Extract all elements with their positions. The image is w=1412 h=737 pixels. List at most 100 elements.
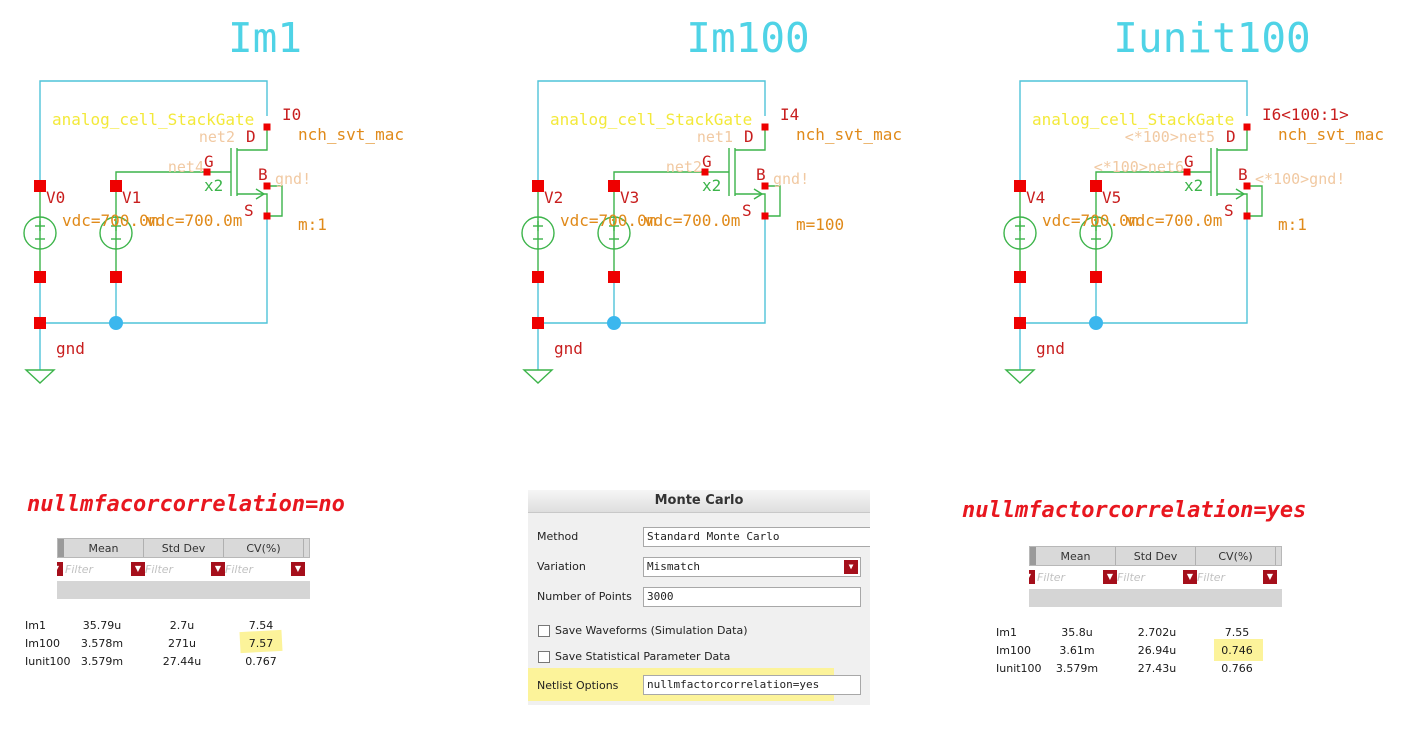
table-cell-std: 2.7u	[169, 619, 195, 632]
filter-dropdown-icon[interactable]: ▼	[1029, 570, 1035, 584]
save-stats-checkbox[interactable]	[538, 651, 550, 663]
cell-name-label: analog_cell_StackGate	[52, 110, 254, 129]
vdc-label-1: vdc=700.0m	[62, 211, 158, 230]
vsrc-top-pin	[1090, 180, 1102, 192]
monte-carlo-panel: Monte Carlo Method Standard Monte Carlo …	[528, 490, 870, 705]
table-cell-mean: 3.579m	[80, 655, 124, 668]
table-cell-cv: 0.767	[245, 655, 277, 668]
vsource1-label: V4	[1026, 188, 1045, 207]
method-field[interactable]: Standard Monte Carlo	[643, 527, 870, 547]
column-header-mean[interactable]: Mean	[64, 539, 144, 557]
wire-return	[538, 216, 766, 324]
filter-input-std-dev[interactable]: Filter	[145, 563, 174, 576]
model-label: nch_svt_mac	[298, 125, 404, 144]
filter-input-mean[interactable]: Filter	[1037, 571, 1066, 584]
column-header-std-dev[interactable]: Std Dev	[1116, 547, 1196, 565]
monte-carlo-title: Monte Carlo	[528, 490, 870, 513]
table-cell-cv: 0.766	[1221, 662, 1253, 675]
voltage-source-icon	[99, 216, 133, 250]
netlist-options-input[interactable]: nullmfactorcorrelation=yes	[643, 675, 861, 695]
multiplier-label: m:1	[1278, 215, 1307, 234]
instance-label: I0	[282, 105, 301, 124]
table-cell-std: 2.702u	[1137, 626, 1177, 639]
vsource1-label: V0	[46, 188, 65, 207]
schematic-title: Im100	[686, 14, 809, 62]
vdc-label-1: vdc=700.0m	[1042, 211, 1138, 230]
vsrc-bottom-pin	[34, 271, 46, 283]
right-cv-highlight	[1214, 639, 1263, 661]
net-gate-label: net4	[168, 158, 204, 176]
column-header-mean[interactable]: Mean	[1036, 547, 1116, 565]
column-header-cv[interactable]: CV(%)	[224, 539, 304, 557]
variation-label: Variation	[537, 560, 586, 573]
vsrc-top-pin	[532, 180, 544, 192]
pin-g-label: G	[1184, 152, 1194, 171]
save-waveforms-checkbox[interactable]	[538, 625, 550, 637]
source-pin	[761, 212, 769, 220]
left-results-body-bar	[57, 581, 310, 599]
filter-dropdown-icon[interactable]: ▼	[1263, 570, 1277, 584]
points-input[interactable]: 3000	[643, 587, 861, 607]
pin-s-label: S	[1224, 201, 1234, 220]
net-body-label: <*100>gnd!	[1255, 170, 1345, 188]
pin-b-label: B	[1238, 165, 1248, 184]
voltage-source-icon	[597, 216, 631, 250]
vsrc-top-pin	[1014, 180, 1026, 192]
filter-dropdown-icon[interactable]: ▼	[291, 562, 305, 576]
mos-arrow-icon	[1235, 188, 1246, 200]
left-results-header: Mean Std Dev CV(%)	[57, 538, 310, 558]
vsource2-label: V3	[620, 188, 639, 207]
filter-dropdown-icon[interactable]: ▼	[131, 562, 145, 576]
cell-name-label: analog_cell_StackGate	[1032, 110, 1234, 129]
pin-b-label: B	[258, 165, 268, 184]
net-body-label: gnd!	[275, 170, 311, 188]
ground-icon	[522, 369, 554, 384]
vdc-label-2: vdc=700.0m	[146, 211, 242, 230]
wire-return	[40, 216, 268, 324]
fingers-label: x2	[204, 176, 223, 195]
multiplier-label: m=100	[796, 215, 844, 234]
left-results-filter-row: ▼ Filter▼ Filter▼ Filter▼	[57, 560, 310, 580]
table-cell-name: Im100	[996, 644, 1031, 657]
table-cell-mean: 3.578m	[80, 637, 124, 650]
mos-source	[1217, 193, 1248, 216]
vsrc-top-pin	[608, 180, 620, 192]
variation-select[interactable]: Mismatch ▼	[643, 557, 861, 577]
wire-supply	[1019, 80, 1248, 186]
junction-dot	[109, 316, 123, 330]
save-waveforms-label: Save Waveforms (Simulation Data)	[555, 624, 748, 637]
net-drain-label: <*100>net5	[1125, 128, 1215, 146]
filter-input-cv[interactable]: Filter	[225, 563, 254, 576]
mos-arrow-icon	[255, 188, 266, 200]
filter-input-std-dev[interactable]: Filter	[1117, 571, 1146, 584]
source-pin	[263, 212, 271, 220]
vsrc-bottom-pin	[1014, 271, 1026, 283]
vdc-label-2: vdc=700.0m	[1126, 211, 1222, 230]
wire-return	[1020, 216, 1248, 324]
filter-dropdown-icon[interactable]: ▼	[57, 562, 63, 576]
mos-arrow-icon	[753, 188, 764, 200]
right-results-body-bar	[1029, 589, 1282, 607]
filter-input-cv[interactable]: Filter	[1197, 571, 1226, 584]
column-header-cv[interactable]: CV(%)	[1196, 547, 1276, 565]
filter-dropdown-icon[interactable]: ▼	[211, 562, 225, 576]
column-header-std-dev[interactable]: Std Dev	[144, 539, 224, 557]
voltage-source-icon	[1003, 216, 1037, 250]
filter-dropdown-icon[interactable]: ▼	[1103, 570, 1117, 584]
dropdown-arrow-icon[interactable]: ▼	[844, 560, 858, 574]
ground-icon	[24, 369, 56, 384]
vsrc-bottom-pin	[532, 271, 544, 283]
table-cell-std: 27.43u	[1137, 662, 1177, 675]
instance-label: I4	[780, 105, 799, 124]
body-pin	[263, 182, 271, 190]
mos-body-tie	[765, 185, 781, 217]
table-cell-name: Im1	[25, 619, 46, 632]
gnd-label: gnd	[56, 339, 85, 358]
filter-dropdown-icon[interactable]: ▼	[1183, 570, 1197, 584]
gnd-pin	[532, 317, 544, 329]
gate-pin	[203, 168, 211, 176]
filter-input-mean[interactable]: Filter	[65, 563, 94, 576]
ground-icon	[1004, 369, 1036, 384]
